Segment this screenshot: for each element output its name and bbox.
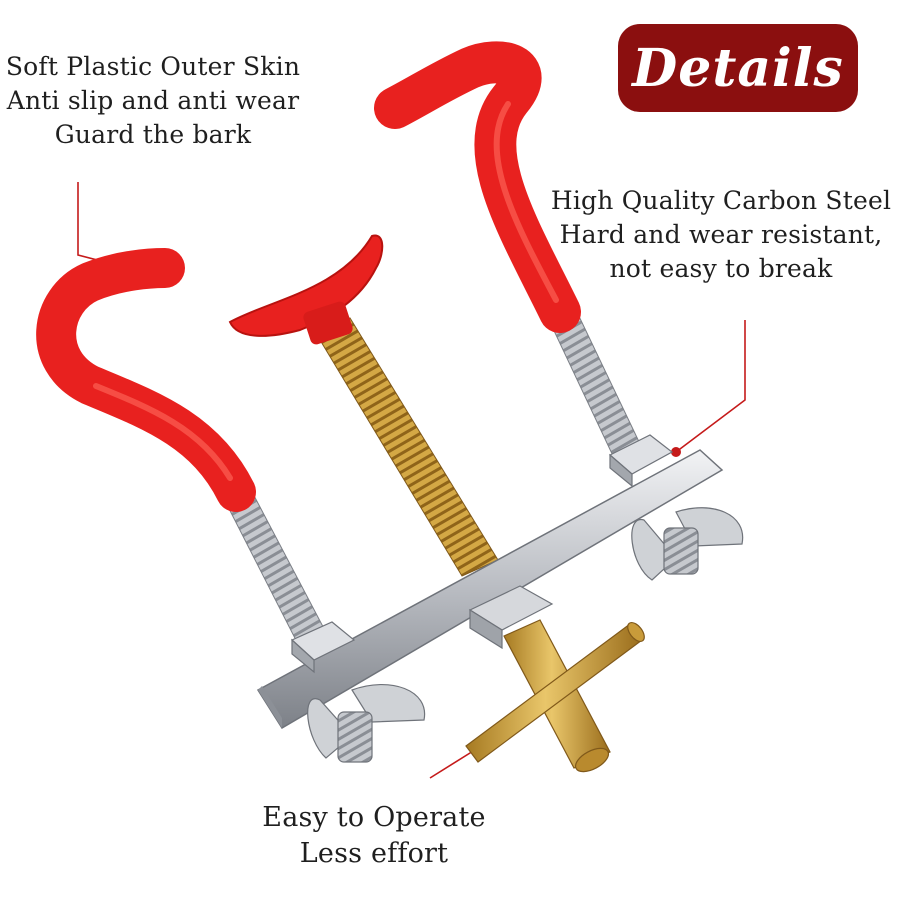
callout-carbon-steel: High Quality Carbon Steel Hard and wear … (548, 184, 894, 286)
callout-line: Hard and wear resistant, (559, 220, 883, 249)
brass-t-handle (465, 619, 645, 773)
details-badge: Details (618, 24, 858, 112)
left-hook-rod (221, 487, 331, 653)
wing-nuts (307, 507, 744, 763)
callout-line: Easy to Operate (262, 802, 486, 833)
callout-plastic-skin: Soft Plastic Outer Skin Anti slip and an… (0, 50, 306, 152)
callout-line: Anti slip and anti wear (6, 86, 300, 115)
leader-steel (675, 320, 746, 453)
details-badge-label: Details (632, 37, 844, 99)
callout-line: High Quality Carbon Steel (550, 186, 892, 215)
leader-operate (429, 747, 479, 779)
steel-crossbar (256, 449, 724, 730)
hex-nuts (290, 434, 674, 674)
callout-line: Soft Plastic Outer Skin (5, 52, 301, 81)
callout-line: not easy to break (609, 254, 833, 283)
callout-easy-operate: Easy to Operate Less effort (228, 800, 520, 872)
red-saddle-pad (228, 234, 384, 337)
right-red-hook (374, 41, 581, 333)
left-red-hook (36, 248, 256, 512)
brass-center-screw (313, 317, 499, 577)
callout-line: Guard the bark (54, 120, 252, 149)
callout-line: Less effort (299, 838, 449, 869)
